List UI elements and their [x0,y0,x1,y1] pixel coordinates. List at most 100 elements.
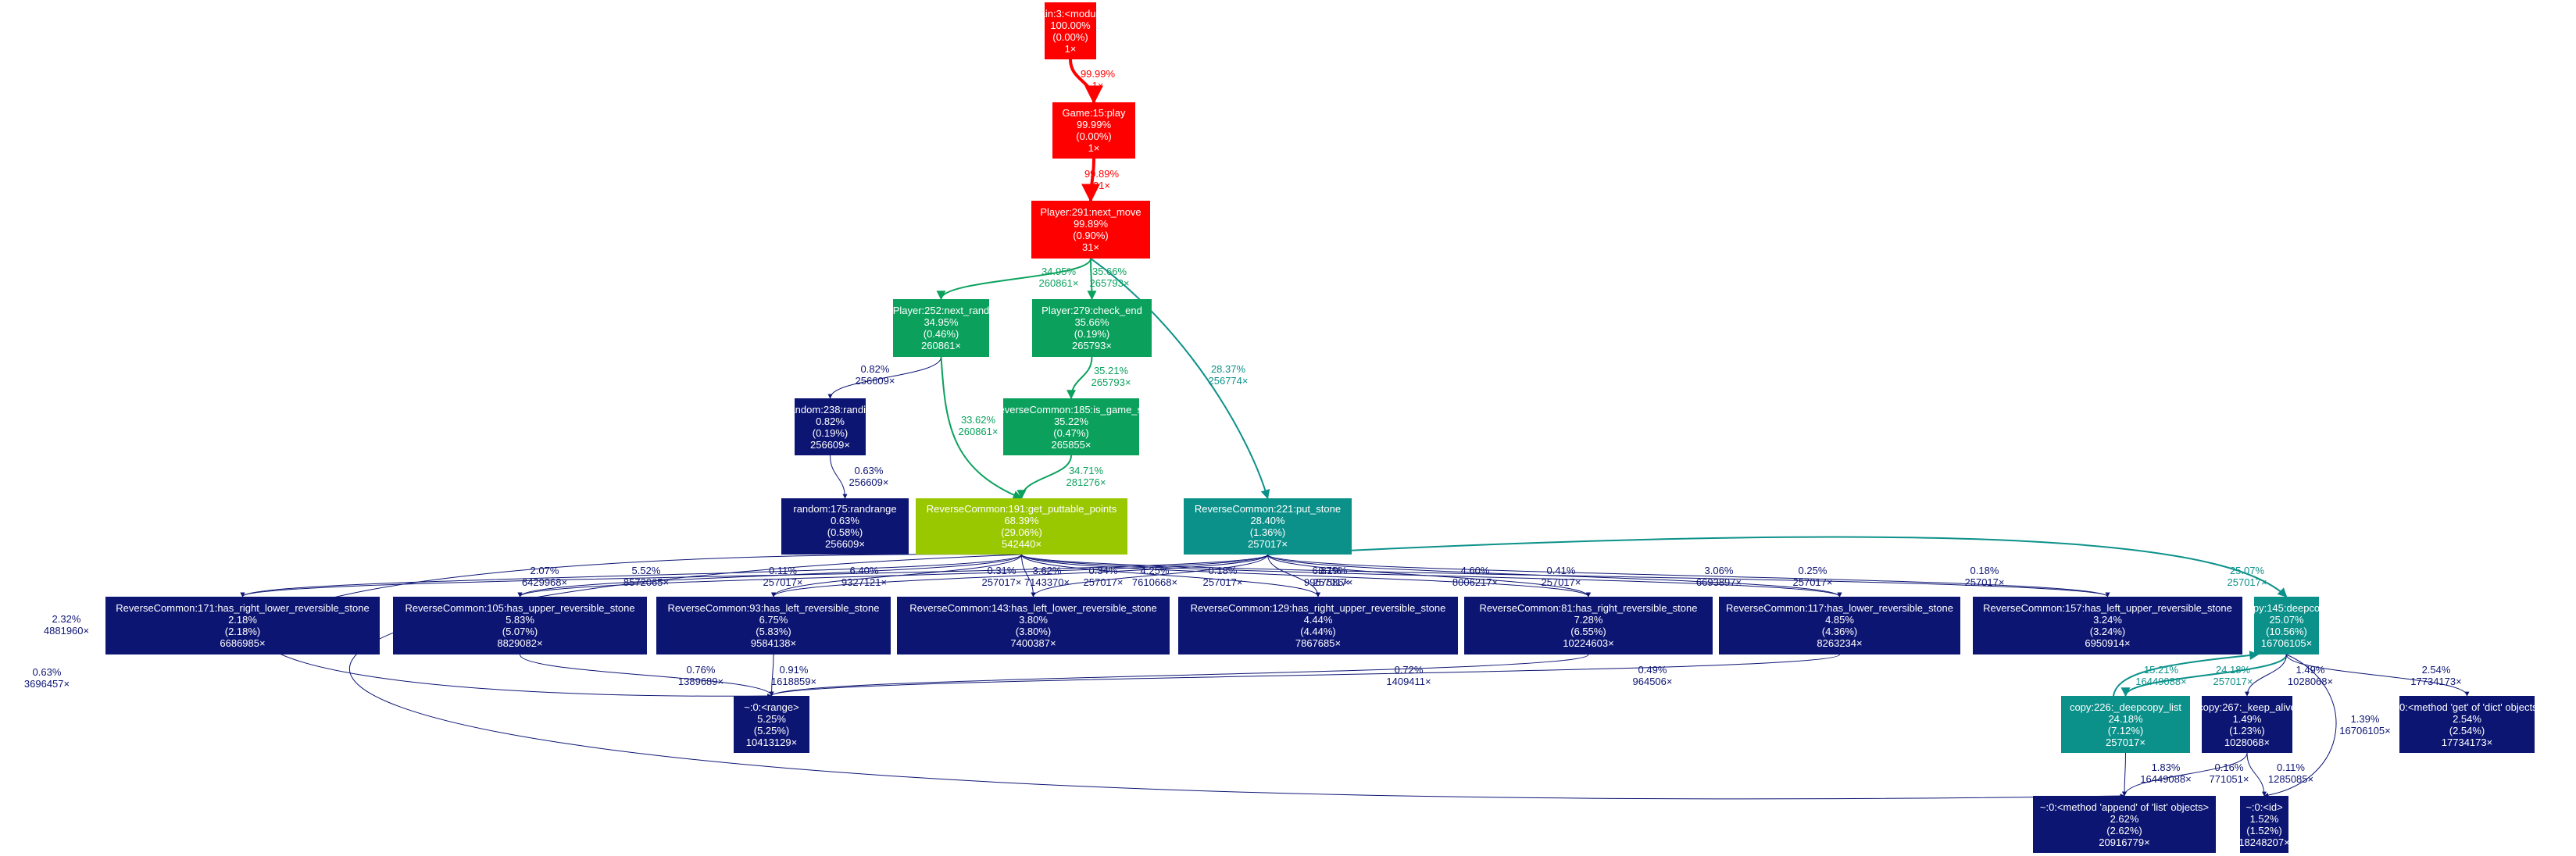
node-stat: 4.44% [1303,614,1333,626]
node-n143[interactable]: ReverseCommon:143:has_left_lower_reversi… [897,597,1170,654]
node-stat: (6.55%) [1570,626,1606,637]
node-stat: (0.00%) [1052,30,1088,43]
edge-label-line: 1409411× [1386,676,1431,687]
edge-label-line: 0.34% [1088,565,1118,576]
edge-label: 0.76%1389689× [678,664,723,687]
node-stat: 260861× [921,340,961,351]
edge-label: 2.07%6429968× [522,565,567,588]
edge-label: 0.11%1285085× [2268,761,2313,785]
edge-puttable-to-n129 [1021,554,1320,597]
node-range[interactable]: ~:0:<range>5.25%(5.25%)10413129× [734,696,809,753]
edge-label-line: 256774× [1208,375,1249,387]
node-list-append[interactable]: ~:0:<method 'append' of 'list' objects>2… [2033,796,2216,853]
edge-label-line: 33.62% [960,414,996,426]
edge-label-line: 4.25% [1140,565,1170,576]
edge-puttable-to-n81 [1021,554,1591,597]
node-stat: 7400387× [1010,637,1056,649]
node-title: ~:0:<method 'append' of 'list' objects> [2039,801,2210,813]
node-n117[interactable]: ReverseCommon:117:has_lower_reversible_s… [1719,597,1960,654]
edge-label-line: 260861× [1038,277,1079,289]
edge-label: 0.49%964506× [1633,664,1673,687]
edge-check-end-to-is-game-set [1066,356,1093,400]
edge-deepcopy-to-deepcopy-list [2120,654,2288,697]
node-stat: 7.28% [1574,614,1603,626]
edge-label-line: 0.16% [2214,761,2244,773]
node-stat: 99.99% [1076,119,1112,130]
edge-label-line: 257017× [981,576,1022,588]
edge-label-line: 35.66% [1091,266,1127,277]
node-n171[interactable]: ReverseCommon:171:has_right_lower_revers… [105,597,380,654]
edge-label-line: 2.32% [52,613,81,625]
node-stat: (1.52%) [2246,824,2282,836]
edge-label-line: 260861× [958,426,999,437]
edge-label-line: 1618859× [770,676,817,687]
node-title: ReverseCommon:185:is_game_set [991,403,1151,416]
node-stat: 16706105× [2260,637,2313,649]
edge-label: 4.60%8006217× [1452,565,1498,588]
edge-label-line: 24.18% [2215,664,2251,676]
edge-label-line: 1285085× [2267,773,2314,785]
node-stat: 18248207× [2238,836,2290,848]
node-n157[interactable]: ReverseCommon:157:has_left_upper_reversi… [1973,597,2242,654]
edge-label-line: 964506× [1632,676,1673,687]
edge-label-line: 0.31% [987,565,1016,576]
node-n105[interactable]: ReverseCommon:105:has_upper_reversible_s… [393,597,647,654]
node-title: ReverseCommon:105:has_upper_reversible_s… [405,602,635,614]
edge-label-line: 0.25% [1798,565,1827,576]
node-main[interactable]: Main:3:<module>100.00%(0.00%)1× [1031,2,1109,59]
edge-label-line: 9327121× [841,576,888,588]
edge-label: 0.72%1409411× [1386,664,1431,687]
edge-label-line: 1.49% [2296,664,2325,676]
edge-label-line: 265793× [1091,376,1131,388]
edge-label-line: 257017× [1964,576,2005,588]
edge-put-stone-to-n143 [1031,554,1268,597]
edge-label-line: 257017× [1083,576,1124,588]
node-n129[interactable]: ReverseCommon:129:has_right_upper_revers… [1178,597,1458,654]
edge-label-line: 257017× [763,576,803,588]
node-stat: 542440× [1002,538,1041,550]
edge-label: 99.89%31× [1084,168,1119,191]
node-n81[interactable]: ReverseCommon:81:has_right_reversible_st… [1464,597,1713,654]
node-title: copy:226:_deepcopy_list [2069,701,2182,713]
edge-label: 0.25%257017× [1793,565,1833,588]
edge-label-line: 1× [1091,80,1104,91]
edge-label-line: 0.18% [1970,565,1999,576]
edge-label-line: 0.41% [1546,565,1576,576]
edge-label: 35.66%265793× [1090,266,1130,289]
edge-label-line: 4.60% [1460,565,1490,576]
node-title: ReverseCommon:221:put_stone [1194,503,1342,515]
node-dict-get[interactable]: ~:0:<method 'get' of 'dict' objects>2.54… [2391,696,2543,753]
node-stat: 1× [1088,142,1100,154]
edge-label: 3.06%6693897× [1696,565,1742,588]
edge-put-stone-to-n93 [771,554,1268,597]
edge-next-rand-to-randint [827,356,941,399]
edge-label: 1.83%16449088× [2140,761,2191,785]
edge-label-line: 16449088× [2135,676,2187,687]
node-n93[interactable]: ReverseCommon:93:has_left_reversible_sto… [656,597,891,654]
edge-label-line: 0.76% [686,664,716,676]
edge-game-to-next-move [1081,158,1101,203]
edge-label-line: 0.82% [860,363,890,375]
node-id[interactable]: ~:0:<id>1.52%(1.52%)18248207× [2238,796,2290,853]
node-title: ReverseCommon:93:has_left_reversible_sto… [667,602,880,614]
edge-next-rand-to-puttable [940,356,1023,500]
edge-label: 99.99%1× [1081,68,1115,91]
edge-put-stone-to-deepcopy [1267,536,2288,597]
edge-label-line: 0.63% [32,666,62,678]
node-stat: 10413129× [745,736,798,748]
node-stat: 265793× [1072,340,1112,351]
edge-label-line: 99.89% [1084,168,1120,180]
node-title: ~:0:<id> [2246,801,2283,813]
